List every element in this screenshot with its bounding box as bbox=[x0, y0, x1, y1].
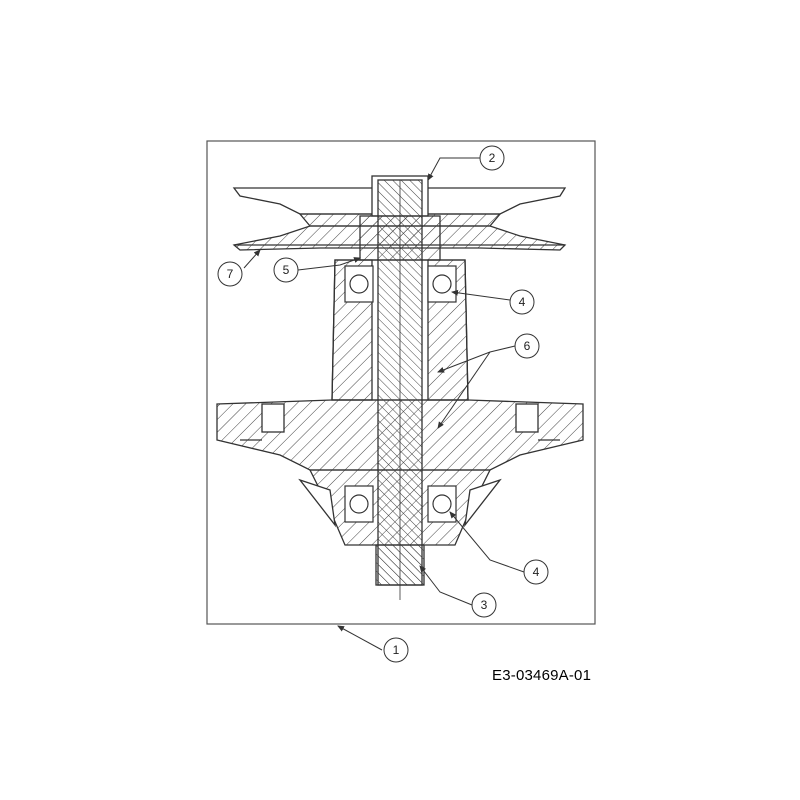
callout-1-label: 1 bbox=[393, 643, 400, 657]
leader-lines bbox=[243, 157, 525, 651]
spacer-bushing bbox=[359, 215, 441, 261]
lower-bearings bbox=[344, 485, 457, 523]
callout-3: 3 bbox=[471, 592, 497, 618]
callout-6: 6 bbox=[514, 333, 540, 359]
callout-4-upper-label: 4 bbox=[519, 295, 526, 309]
callout-2-label: 2 bbox=[489, 151, 496, 165]
callout-7: 7 bbox=[217, 261, 243, 287]
drawing-code: E3-03469A-01 bbox=[492, 667, 592, 684]
drawing-frame bbox=[206, 140, 596, 625]
callout-4-upper: 4 bbox=[509, 289, 535, 315]
callout-3-label: 3 bbox=[481, 598, 488, 612]
callout-7-label: 7 bbox=[227, 267, 234, 281]
callout-1: 1 bbox=[383, 637, 409, 663]
callout-6-label: 6 bbox=[524, 339, 531, 353]
callout-4-lower-label: 4 bbox=[533, 565, 540, 579]
upper-bearings bbox=[344, 265, 457, 303]
callout-5: 5 bbox=[273, 257, 299, 283]
callout-4-lower: 4 bbox=[523, 559, 549, 585]
callout-5-label: 5 bbox=[283, 263, 290, 277]
callout-2: 2 bbox=[479, 145, 505, 171]
